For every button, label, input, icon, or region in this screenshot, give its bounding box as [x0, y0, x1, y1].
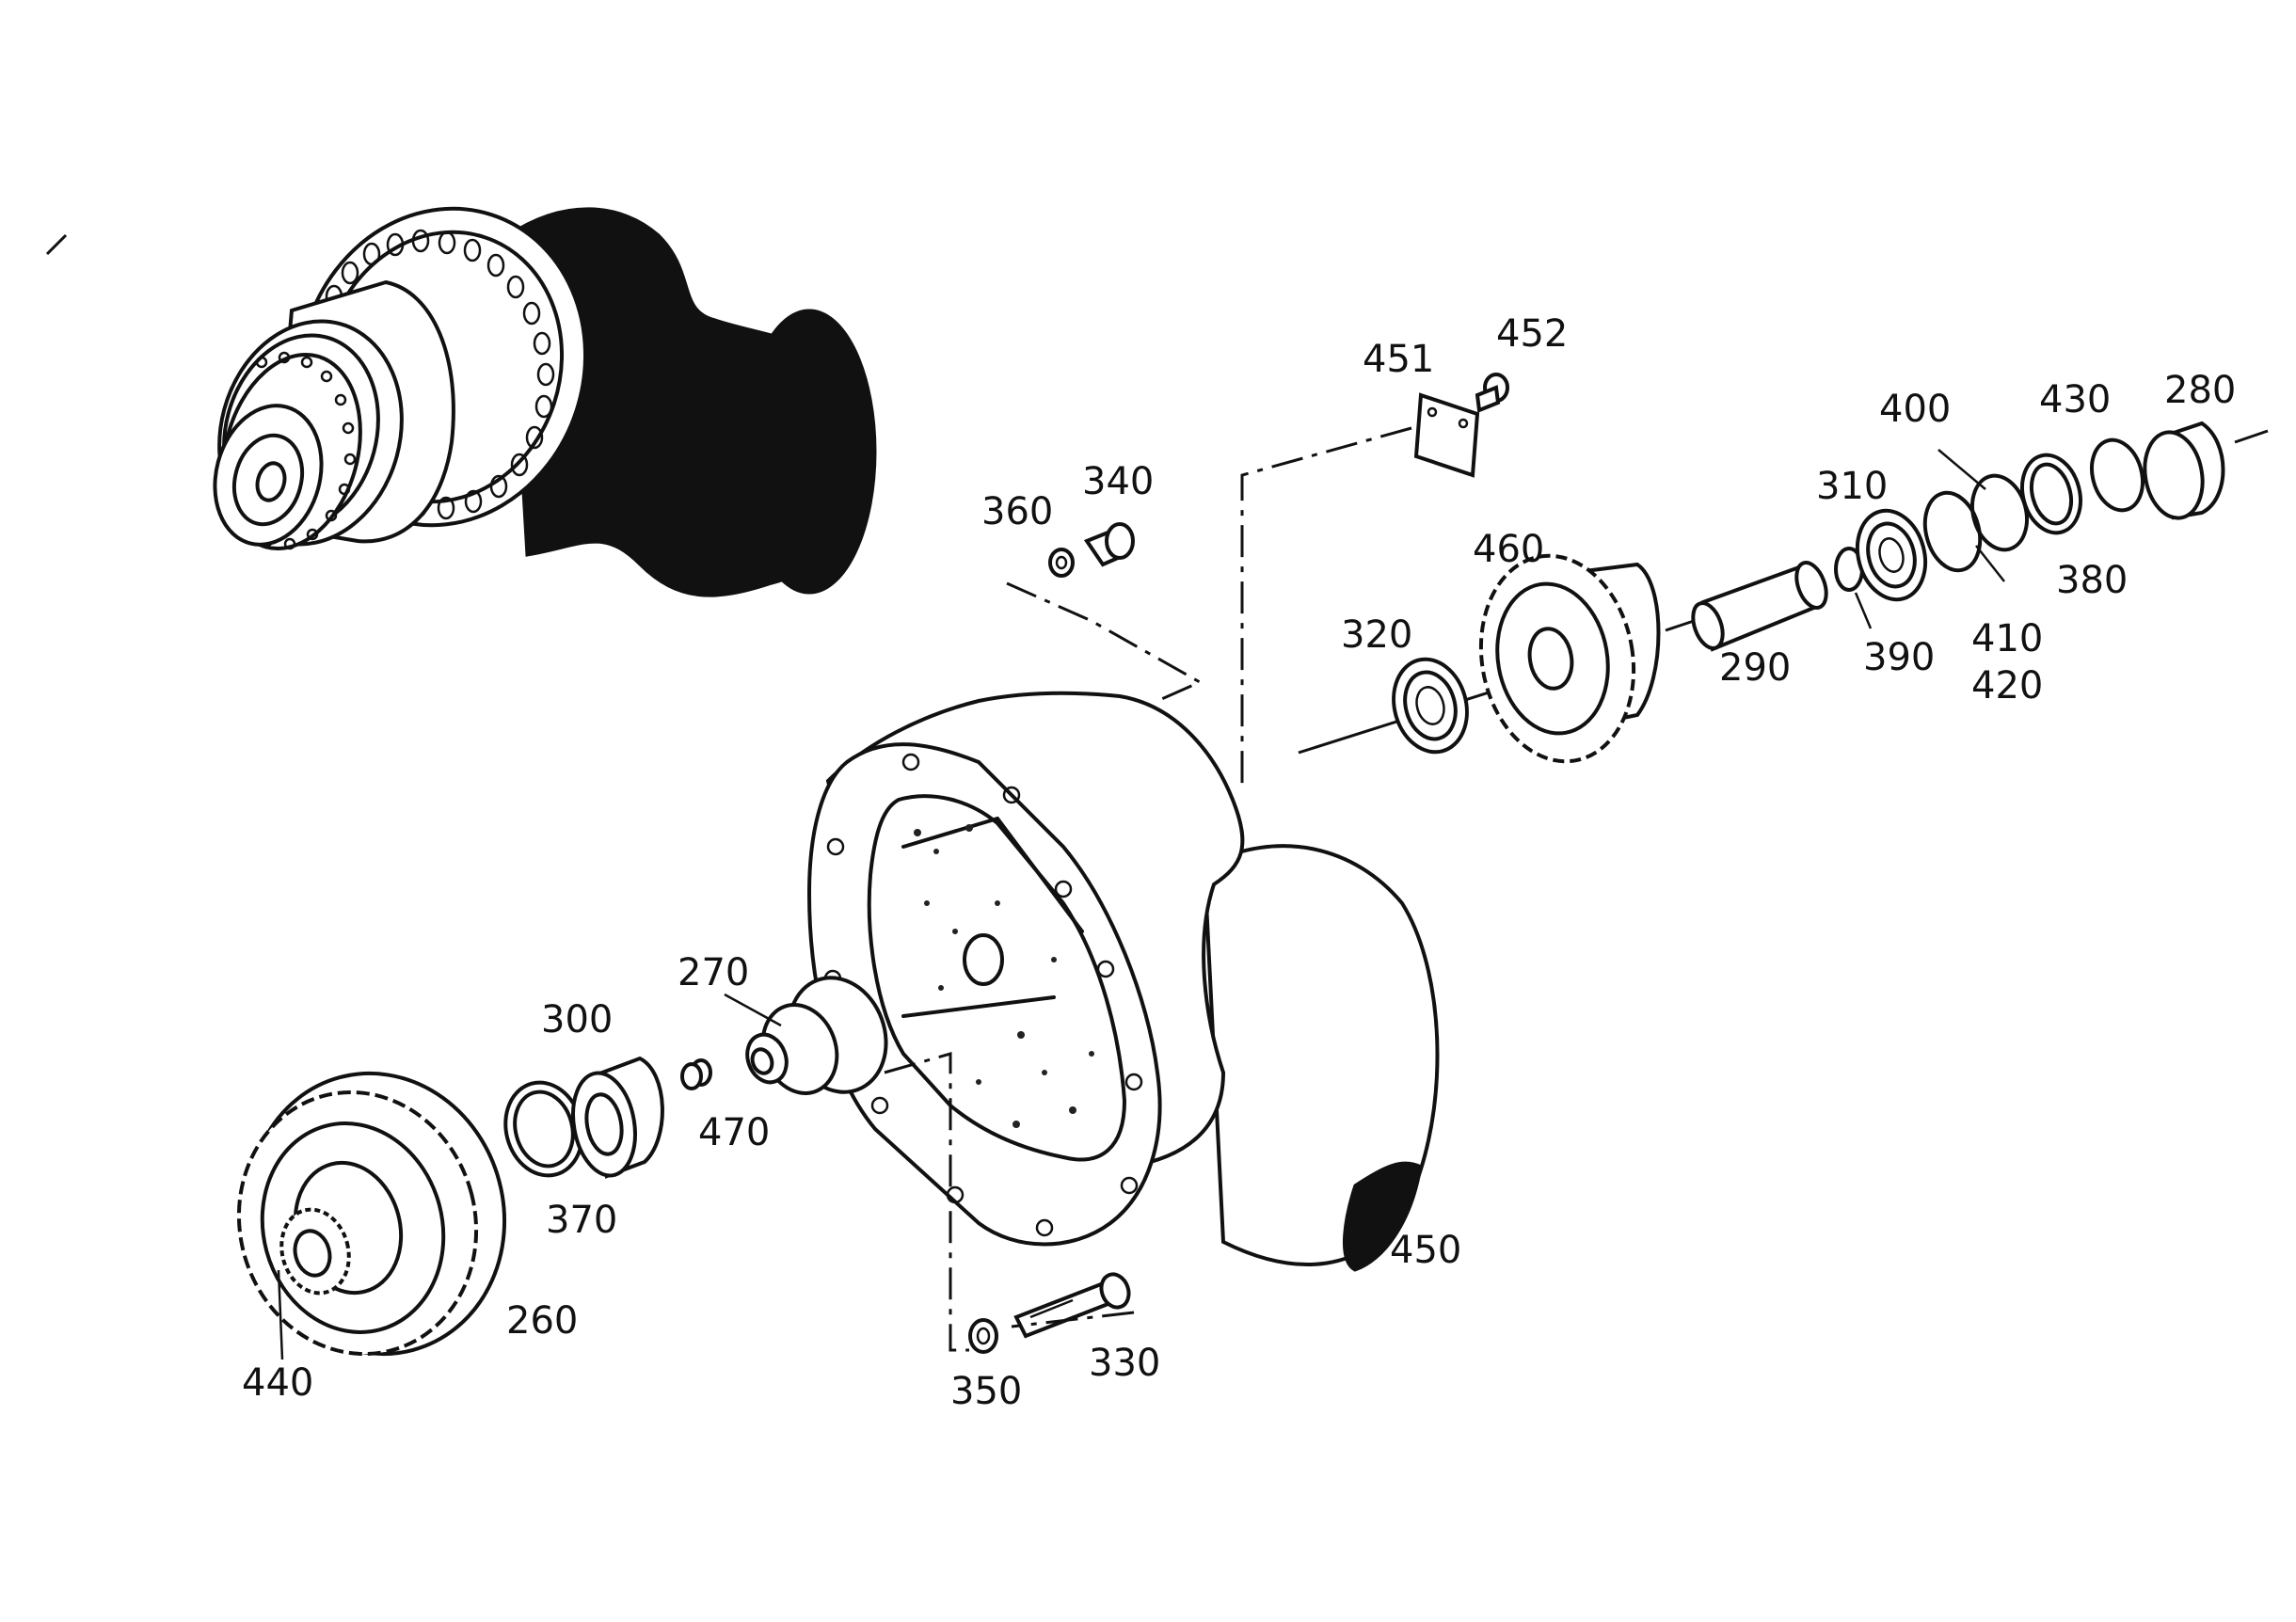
plug-340: [1083, 522, 1135, 567]
cavity-speckle: [914, 824, 1094, 1128]
gear-260: [236, 1071, 507, 1357]
callout-270: 270: [678, 951, 749, 994]
callout-440: 440: [242, 1361, 313, 1405]
callout-470: 470: [698, 1111, 770, 1154]
gear-460: [1478, 553, 1661, 764]
sleeve-470: [680, 1058, 712, 1090]
callout-451: 451: [1363, 338, 1434, 381]
washer-350: [968, 1318, 998, 1354]
callout-400: 400: [1879, 388, 1951, 431]
bearing-300: [571, 1056, 664, 1179]
callout-290: 290: [1719, 646, 1791, 690]
callout-370: 370: [546, 1199, 617, 1242]
callout-leaders: [277, 449, 2005, 1360]
callout-320: 320: [1341, 613, 1412, 657]
callout-452: 452: [1496, 312, 1568, 356]
callout-300: 300: [541, 998, 613, 1042]
callout-310: 310: [1816, 465, 1888, 508]
shim-410-420: [1922, 490, 1983, 573]
callout-410: 410: [1971, 617, 2043, 660]
callout-460: 460: [1473, 528, 1544, 571]
callout-labels: 260 270 280 290 300 310 320 330 340 350 …: [242, 312, 2236, 1413]
bearing-320: [1392, 657, 1469, 755]
housing-450: [806, 691, 1440, 1272]
assembled-hub-illustration: [45, 206, 877, 597]
callout-380: 380: [2056, 559, 2128, 602]
bearing-310: [1855, 508, 1928, 602]
callout-360: 360: [981, 490, 1053, 533]
callout-450: 450: [1390, 1229, 1461, 1272]
screw-452: [1475, 373, 1509, 413]
callout-330: 330: [1089, 1342, 1160, 1385]
bolt-330: [1013, 1272, 1131, 1339]
callout-430: 430: [2039, 378, 2111, 421]
plate-451: [1413, 392, 1480, 478]
callout-280: 280: [2164, 369, 2236, 412]
assembly-leader-lines: [884, 426, 1412, 1352]
snap-ring-430: [2090, 437, 2145, 513]
callout-420: 420: [1971, 664, 2043, 708]
cap-280: [2143, 421, 2225, 520]
housing-flange-bolt-holes: [823, 753, 1143, 1237]
shaft-270: [745, 976, 888, 1095]
callout-340: 340: [1082, 460, 1154, 503]
callout-350: 350: [950, 1370, 1022, 1413]
front-flange-bolt-holes: [255, 351, 357, 550]
washer-360: [1048, 548, 1075, 578]
pin-290: [1691, 561, 1828, 652]
callout-390: 390: [1863, 636, 1935, 679]
callout-260: 260: [506, 1299, 578, 1343]
ring-380: [2020, 453, 2082, 535]
